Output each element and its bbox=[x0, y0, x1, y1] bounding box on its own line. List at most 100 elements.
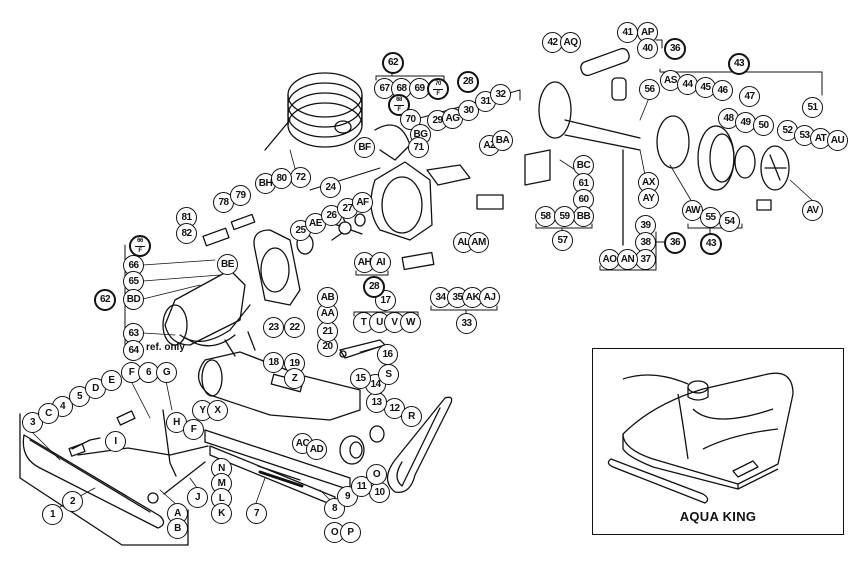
callout-57: 57 bbox=[552, 230, 573, 251]
callout-72: 72 bbox=[290, 167, 311, 188]
callout-13: 13 bbox=[366, 392, 387, 413]
callout-59: 59 bbox=[554, 206, 575, 227]
callout-28: 28 bbox=[457, 71, 479, 93]
callout-16: 16 bbox=[377, 344, 398, 365]
bumper-bar bbox=[22, 434, 165, 529]
callout-b: B bbox=[167, 518, 188, 539]
callout-22: 22 bbox=[284, 317, 305, 338]
callout-s: S bbox=[378, 364, 399, 385]
callout-bb: BB bbox=[573, 206, 594, 227]
track-wheel bbox=[697, 125, 756, 191]
drive-belt bbox=[386, 396, 453, 494]
callout-k: K bbox=[211, 503, 232, 524]
callout-37: 37 bbox=[635, 249, 656, 270]
callout-av: AV bbox=[802, 200, 823, 221]
callout-62: 62 bbox=[382, 52, 404, 74]
aqua-king-illustration bbox=[607, 372, 794, 504]
callout-23: 23 bbox=[263, 317, 284, 338]
inset-caption: AQUA KING bbox=[679, 509, 757, 524]
callout-aq: AQ bbox=[560, 32, 581, 53]
callout-g: G bbox=[156, 362, 177, 383]
callout-p: P bbox=[340, 522, 361, 543]
callout-1: 1 bbox=[42, 504, 63, 525]
wheel-disc bbox=[656, 115, 690, 169]
callout-43: 43 bbox=[700, 233, 722, 255]
callout-47: 47 bbox=[739, 86, 760, 107]
callout-ap: AP bbox=[637, 22, 658, 43]
callout-z: Z bbox=[284, 368, 305, 389]
bumper-bracket bbox=[19, 413, 189, 546]
callout-24: 24 bbox=[320, 177, 341, 198]
callout-ad: AD bbox=[306, 439, 327, 460]
callout-36: 36 bbox=[664, 232, 686, 254]
callout-82: 82 bbox=[176, 223, 197, 244]
callout-5: 5 bbox=[69, 386, 90, 407]
callout-40: 40 bbox=[637, 38, 658, 59]
callout-10: 10 bbox=[369, 482, 390, 503]
callout-55: 55 bbox=[700, 207, 721, 228]
callout-be: BE bbox=[217, 254, 238, 275]
callout-c: C bbox=[38, 403, 59, 424]
motor-housing-upper bbox=[370, 161, 433, 241]
callout-71: 71 bbox=[408, 137, 429, 158]
callout-33: 33 bbox=[456, 313, 477, 334]
callout-11: 11 bbox=[351, 476, 372, 497]
callout-aj: AJ bbox=[479, 287, 500, 308]
callout-i: I bbox=[105, 431, 126, 452]
callout-30: 30 bbox=[458, 100, 479, 121]
linkage-rods bbox=[68, 409, 209, 504]
callout-ai: AI bbox=[370, 252, 391, 273]
callout-50: 50 bbox=[753, 115, 774, 136]
callout-54: 54 bbox=[719, 211, 740, 232]
callout-79: 79 bbox=[230, 185, 251, 206]
callout-64: 64 bbox=[123, 340, 144, 361]
callout-j: J bbox=[187, 487, 208, 508]
callout-32: 32 bbox=[490, 84, 511, 105]
callout-bd: BD bbox=[123, 289, 144, 310]
callout-51: 51 bbox=[802, 97, 823, 118]
callout-x: X bbox=[207, 400, 228, 421]
callout-au: AU bbox=[827, 130, 848, 151]
callout-o: O bbox=[366, 464, 387, 485]
callout-58: 58 bbox=[535, 206, 556, 227]
switch-box bbox=[426, 149, 551, 210]
callout-f: F bbox=[121, 362, 142, 383]
callout-62: 62 bbox=[94, 289, 116, 311]
callout-15: 15 bbox=[350, 368, 371, 389]
filters bbox=[202, 213, 256, 247]
callout-52: 52 bbox=[777, 120, 798, 141]
callout-41: 41 bbox=[617, 22, 638, 43]
pump-motor bbox=[162, 269, 251, 347]
callout-28: 28 bbox=[363, 276, 385, 298]
callout-43: 43 bbox=[728, 53, 750, 75]
callout-w: W bbox=[400, 312, 421, 333]
callout-36: 36 bbox=[664, 38, 686, 60]
callout-at: AT bbox=[810, 128, 831, 149]
callout-2: 2 bbox=[62, 491, 83, 512]
callout-ab: AB bbox=[317, 287, 338, 308]
callout-34: 34 bbox=[430, 287, 451, 308]
callout-f: F bbox=[183, 419, 204, 440]
hub-cap bbox=[756, 145, 790, 211]
callout-7: 7 bbox=[246, 503, 267, 524]
callout-ak: AK bbox=[462, 287, 483, 308]
callout-21: 21 bbox=[317, 321, 338, 342]
callout-r: R bbox=[401, 406, 422, 427]
callout-af: AF bbox=[352, 192, 373, 213]
callout-ba: BA bbox=[492, 130, 513, 151]
callout-38: 38 bbox=[635, 232, 656, 253]
impeller-housing bbox=[253, 229, 301, 306]
callout-am: AM bbox=[468, 232, 489, 253]
callout-56: 56 bbox=[639, 79, 660, 100]
callout-66: 66 bbox=[123, 255, 144, 276]
callout-bf: BF bbox=[354, 137, 375, 158]
callout-an: AN bbox=[617, 249, 638, 270]
drive-pulley bbox=[339, 425, 385, 465]
power-cord-coil bbox=[264, 72, 363, 151]
callout-ay: AY bbox=[638, 188, 659, 209]
callout-46: 46 bbox=[712, 80, 733, 101]
callout-80: 80 bbox=[271, 168, 292, 189]
model-inset: AQUA KING bbox=[592, 348, 844, 535]
